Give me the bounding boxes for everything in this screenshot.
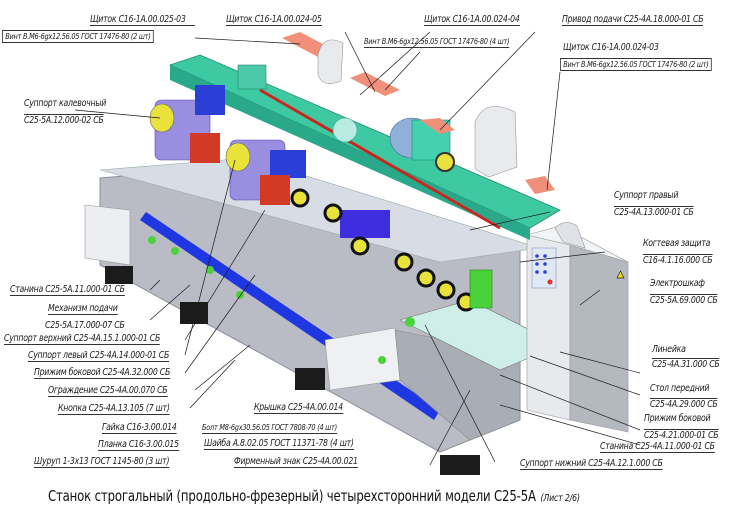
- profile-cutter: [149, 103, 175, 133]
- callout-ruler: Линейка: [652, 344, 686, 355]
- callout-nut: Гайка С16-3.00.014: [102, 422, 177, 434]
- callout-profile-support-code: С25-5А.12.000-02 СБ: [24, 114, 104, 126]
- callout-cover: Крышка С25-4А.00.014: [254, 402, 343, 414]
- callout-right-support-code: С25-4А.13.000-01 СБ: [614, 206, 694, 218]
- foot: [180, 302, 208, 324]
- callout-electrical-cabinet: Электрошкаф: [650, 278, 705, 289]
- callout-frame-4a: Станина С25-4А.11.000-01 СБ: [600, 441, 715, 453]
- callout-feed-mechanism-code: С25-5А.17.000-07 СБ: [45, 320, 125, 331]
- callout-screw-024-05: Винт В.М6-6gх12.56.05 ГОСТ 17476-80 (4 ш…: [364, 37, 510, 48]
- beam-block: [237, 64, 267, 90]
- callout-button: Кнопка С25-4А.13.105 (7 шт): [58, 403, 170, 415]
- guard-024-04: [420, 118, 455, 134]
- red-guard: [260, 175, 290, 205]
- callout-screw-024-03: Винт В.М6-6gх12.56.05 ГОСТ 17476-80 (2 ш…: [560, 58, 712, 71]
- callout-screw-025-03: Винт В.М6-6gх12.56.05 ГОСТ 17476-80 (2 ш…: [2, 30, 154, 43]
- callout-right-support: Суппорт правый: [614, 190, 679, 201]
- foot: [440, 455, 480, 475]
- drawing-title-main: Станок строгальный (продольно-фрезерный)…: [48, 487, 536, 505]
- callout-washer: Шайба А.8.02.05 ГОСТ 11371-78 (4 шт): [204, 438, 354, 450]
- drawing-title: Станок строгальный (продольно-фрезерный)…: [48, 487, 580, 505]
- hood-right: [474, 106, 518, 178]
- callout-left-support: Суппорт левый С25-4А.14.000-01 СБ: [28, 350, 170, 362]
- callout-side-clamp-right: Прижим боковой: [644, 413, 711, 424]
- motor: [195, 85, 225, 115]
- callout-feed-mechanism: Механизм подачи: [48, 303, 118, 315]
- motor: [270, 150, 306, 178]
- callout-profile-support: Суппорт калевочный: [24, 98, 107, 109]
- callout-brand-logo: Фирменный знак С25-4А.00.021: [234, 456, 358, 468]
- warning-triangle-icon: [616, 270, 625, 279]
- end-cover: [84, 204, 131, 266]
- callout-front-table-code: С25-4А.29.000 СБ: [650, 398, 718, 410]
- hood-left: [317, 39, 344, 84]
- callout-wood-screw: Шуруп 1-3х13 ГОСТ 1145-80 (3 шт): [34, 456, 170, 468]
- foot: [295, 368, 325, 390]
- callout-feed-drive: Привод подачи С25-4А.18.000-01 СБ: [562, 14, 704, 26]
- guard-024-03: [525, 176, 555, 194]
- callout-guard-024-05: Щиток С16-1А.00.024-05: [226, 14, 322, 26]
- leader-lines: [74, 31, 641, 466]
- motor: [340, 210, 390, 238]
- callout-side-clamp-left: Прижим боковой С25-4А.32.000 СБ: [34, 367, 171, 379]
- callout-claw-guard-code: С16-4.1.16.000 СБ: [643, 254, 713, 266]
- callout-plate: Планка С16-3.00.015: [98, 439, 179, 451]
- drive-shaft: [259, 88, 501, 230]
- callout-bottom-support: Суппорт нижний С25-4А.12.1.000 СБ: [520, 458, 663, 470]
- callout-guard-025-03: Щиток С16-1А.00.025-03: [90, 14, 195, 26]
- top-beam-side: [170, 65, 530, 240]
- claw-guard: [554, 222, 586, 249]
- callout-guard-024-03: Щиток С16-1А.00.024-03: [563, 42, 659, 53]
- foot: [105, 266, 133, 284]
- guard-024-05: [350, 72, 400, 96]
- sheet-number: (Лист 2/6): [540, 493, 580, 504]
- red-guard: [190, 133, 220, 163]
- callout-front-table: Стол передний: [650, 383, 710, 394]
- callout-electrical-cabinet-code: С25-5А.69.000 СБ: [650, 294, 718, 306]
- callout-frame-5a: Станина С25-5А.11.000-01 СБ: [10, 284, 125, 296]
- callout-guard-024-04: Щиток С16-1А.00.024-04: [424, 14, 520, 26]
- callout-side-clamp-right-code: С25-4.21.000-01 СБ: [644, 429, 719, 441]
- green-bracket: [469, 269, 493, 309]
- profile-cutter: [225, 142, 251, 172]
- callout-bolt: Болт М8-6gх30.56.05 ГОСТ 7808-70 (4 шт): [202, 423, 337, 434]
- callout-claw-guard: Когтевая защита: [643, 238, 711, 249]
- callout-top-support: Суппорт верхний С25-4А.15.1.000-01 СБ: [4, 333, 161, 345]
- callout-guard-070: Ограждение С25-4А.00.070 СБ: [48, 385, 168, 397]
- callout-ruler-code: С25-4А.31.000 СБ: [652, 358, 720, 370]
